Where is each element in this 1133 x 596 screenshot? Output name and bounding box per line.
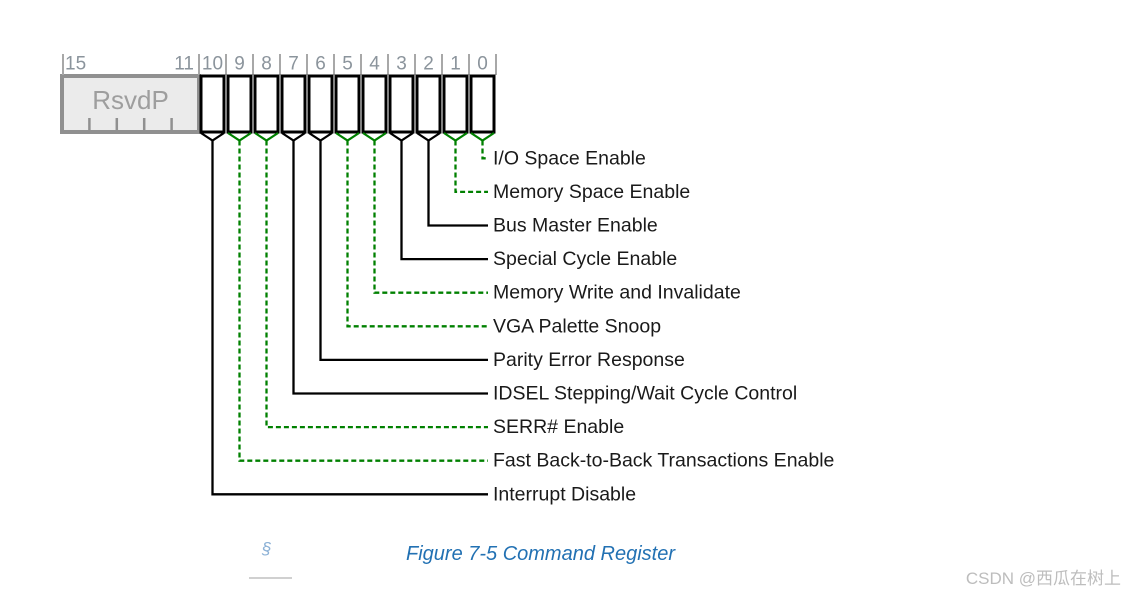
bit-box-4 [361,74,388,134]
bit-number-4: 4 [369,54,380,75]
leader-line-bit-2 [427,140,488,227]
bit-box-3 [388,74,415,134]
bit-number-9: 9 [234,54,245,75]
bit-number-8: 8 [261,54,272,75]
bit-number-3: 3 [396,54,407,75]
reserved-field-box [60,74,201,134]
bit-number-11: 11 [174,54,194,75]
bit-number-15: 15 [65,54,86,75]
leader-line-bit-5 [346,140,488,328]
bit-label-8: SERR# Enable [493,416,624,438]
section-anchor-link[interactable]: § [262,539,272,558]
leader-line-bit-9 [238,140,488,462]
leader-line-bit-0 [481,140,488,160]
leader-fork-bit-4 [362,132,387,142]
watermark: CSDN @西瓜在树上 [965,569,1121,588]
figure-caption: Figure 7-5 Command Register [406,543,675,565]
bit-label-10: Interrupt Disable [493,483,636,505]
leader-fork-bit-0 [470,132,495,142]
leader-line-bit-6 [319,140,488,362]
leader-fork-bit-2 [416,132,441,142]
bit-label-3: Special Cycle Enable [493,248,677,270]
bit-box-1 [442,74,469,134]
bit-label-0: I/O Space Enable [493,147,646,169]
leader-fork-bit-1 [443,132,468,142]
leader-fork-bit-3 [389,132,414,142]
leader-fork-bit-10 [200,132,225,142]
leader-line-bit-4 [373,140,488,294]
bit-number-2: 2 [423,54,434,75]
bit-label-9: Fast Back-to-Back Transactions Enable [493,450,834,472]
reserved-field-label: RsvdP [92,85,169,115]
leader-fork-bit-5 [335,132,360,142]
leader-line-bit-3 [400,140,488,261]
leader-fork-bit-8 [254,132,279,142]
bit-number-10: 10 [202,54,223,75]
bit-box-6 [307,74,334,134]
bit-label-1: Memory Space Enable [493,181,690,203]
leader-line-bit-7 [292,140,488,395]
bit-number-1: 1 [450,54,461,75]
bit-box-10 [199,74,226,134]
bit-box-7 [280,74,307,134]
bit-box-5 [334,74,361,134]
leader-line-bit-8 [265,140,488,429]
leader-line-bit-1 [454,140,488,194]
bit-number-0: 0 [477,54,488,75]
bit-label-5: VGA Palette Snoop [493,315,661,337]
bit-number-6: 6 [315,54,326,75]
leader-fork-bit-7 [281,132,306,142]
bit-box-9 [226,74,253,134]
leader-fork-bit-6 [308,132,333,142]
leader-fork-bit-9 [227,132,252,142]
leader-line-bit-10 [211,140,488,496]
bit-label-6: Parity Error Response [493,349,685,371]
bit-box-0 [469,74,496,134]
bit-label-2: Bus Master Enable [493,215,658,237]
bit-number-5: 5 [342,54,353,75]
bit-box-8 [253,74,280,134]
bit-number-7: 7 [288,54,299,75]
bit-label-7: IDSEL Stepping/Wait Cycle Control [493,383,797,405]
caption-divider [249,577,292,579]
bit-label-4: Memory Write and Invalidate [493,282,741,304]
bit-box-2 [415,74,442,134]
